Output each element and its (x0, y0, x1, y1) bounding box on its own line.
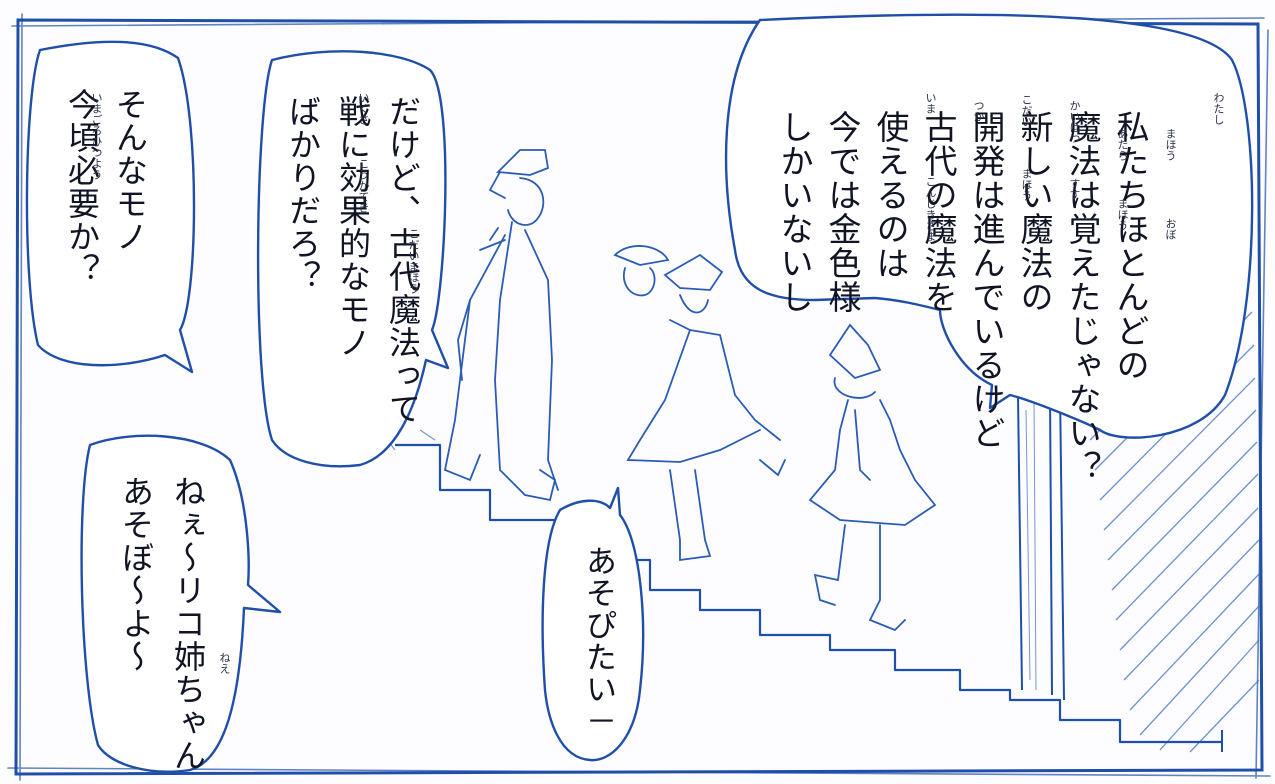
bubble-line: ねぇ～リコ姉ちゃん (169, 475, 207, 772)
bubble-bottom-center-text: あそぴたい－ (578, 545, 618, 737)
bubble-middle-text: だけど、古代魔法って 戦に効果的なモノ ばかりだろ？ (278, 95, 428, 425)
furigana: かいはつ (1068, 100, 1081, 144)
furigana: わたし (1212, 92, 1225, 125)
furigana: まほう (1020, 168, 1033, 201)
furigana: いま (924, 92, 937, 114)
bubble-bottom-left (80, 434, 282, 773)
small-character-sketch (808, 323, 937, 632)
bubble-left-text: そんなモノ 今頃必要か？ (58, 88, 154, 286)
bubble-top-right (724, 13, 1254, 439)
furigana: こうかてき (357, 158, 370, 213)
furigana: まほう (1164, 128, 1177, 161)
bubble-line: 新しい魔法の (1015, 110, 1054, 314)
bubble-top-right-text: 私たちほとんどの 魔法は覚えたじゃない？ 新しい魔法の 開発は進んでいるけど 古… (770, 110, 1154, 484)
furigana: ねえ (218, 652, 231, 674)
furigana: こだいまほう (407, 228, 420, 294)
bubble-line: ばかりだろ？ (284, 95, 322, 293)
bubble-line: 戦に効果的なモノ (334, 95, 372, 359)
bubble-line: 今では金色様 (823, 110, 862, 314)
furigana: まほう (1116, 198, 1129, 231)
middle-character-sketch (613, 245, 786, 562)
bubble-line: 今頃必要か？ (63, 88, 101, 286)
furigana: こだい (1020, 94, 1033, 127)
bubble-left (25, 40, 196, 374)
bubble-bottom-left-text: ねぇ～リコ姉ちゃん あそぼ～よ～ (110, 475, 214, 772)
furigana: すす (1068, 178, 1081, 200)
bubble-line: あそぼ～よ～ (117, 475, 155, 673)
bubble-middle (256, 50, 450, 468)
furigana: いくさ (357, 92, 370, 125)
bubble-line: あそぴたい－ (580, 545, 616, 737)
furigana: おぼ (1164, 218, 1177, 240)
furigana: こんじきさま (924, 176, 937, 242)
furigana: つか (972, 100, 985, 122)
furigana: いまごろひつよう (90, 92, 103, 180)
bubble-line: 使えるのは (871, 110, 910, 280)
bubble-line: 魔法は覚えたじゃない？ (1063, 110, 1102, 484)
pillar (1013, 383, 1067, 701)
bubble-line: 開発は進んでいるけど (967, 110, 1006, 450)
bubble-line: しかいないし (775, 110, 814, 314)
bubble-line: そんなモノ (111, 88, 149, 253)
furigana: あたら (1116, 128, 1129, 161)
tall-character-sketch (443, 149, 559, 502)
bubble-line: だけど、古代魔法って (384, 95, 422, 425)
bubble-bottom-center (541, 486, 645, 762)
bubble-line: 私たちほとんどの (1111, 110, 1150, 382)
bubble-line: 古代の魔法を (919, 110, 958, 314)
